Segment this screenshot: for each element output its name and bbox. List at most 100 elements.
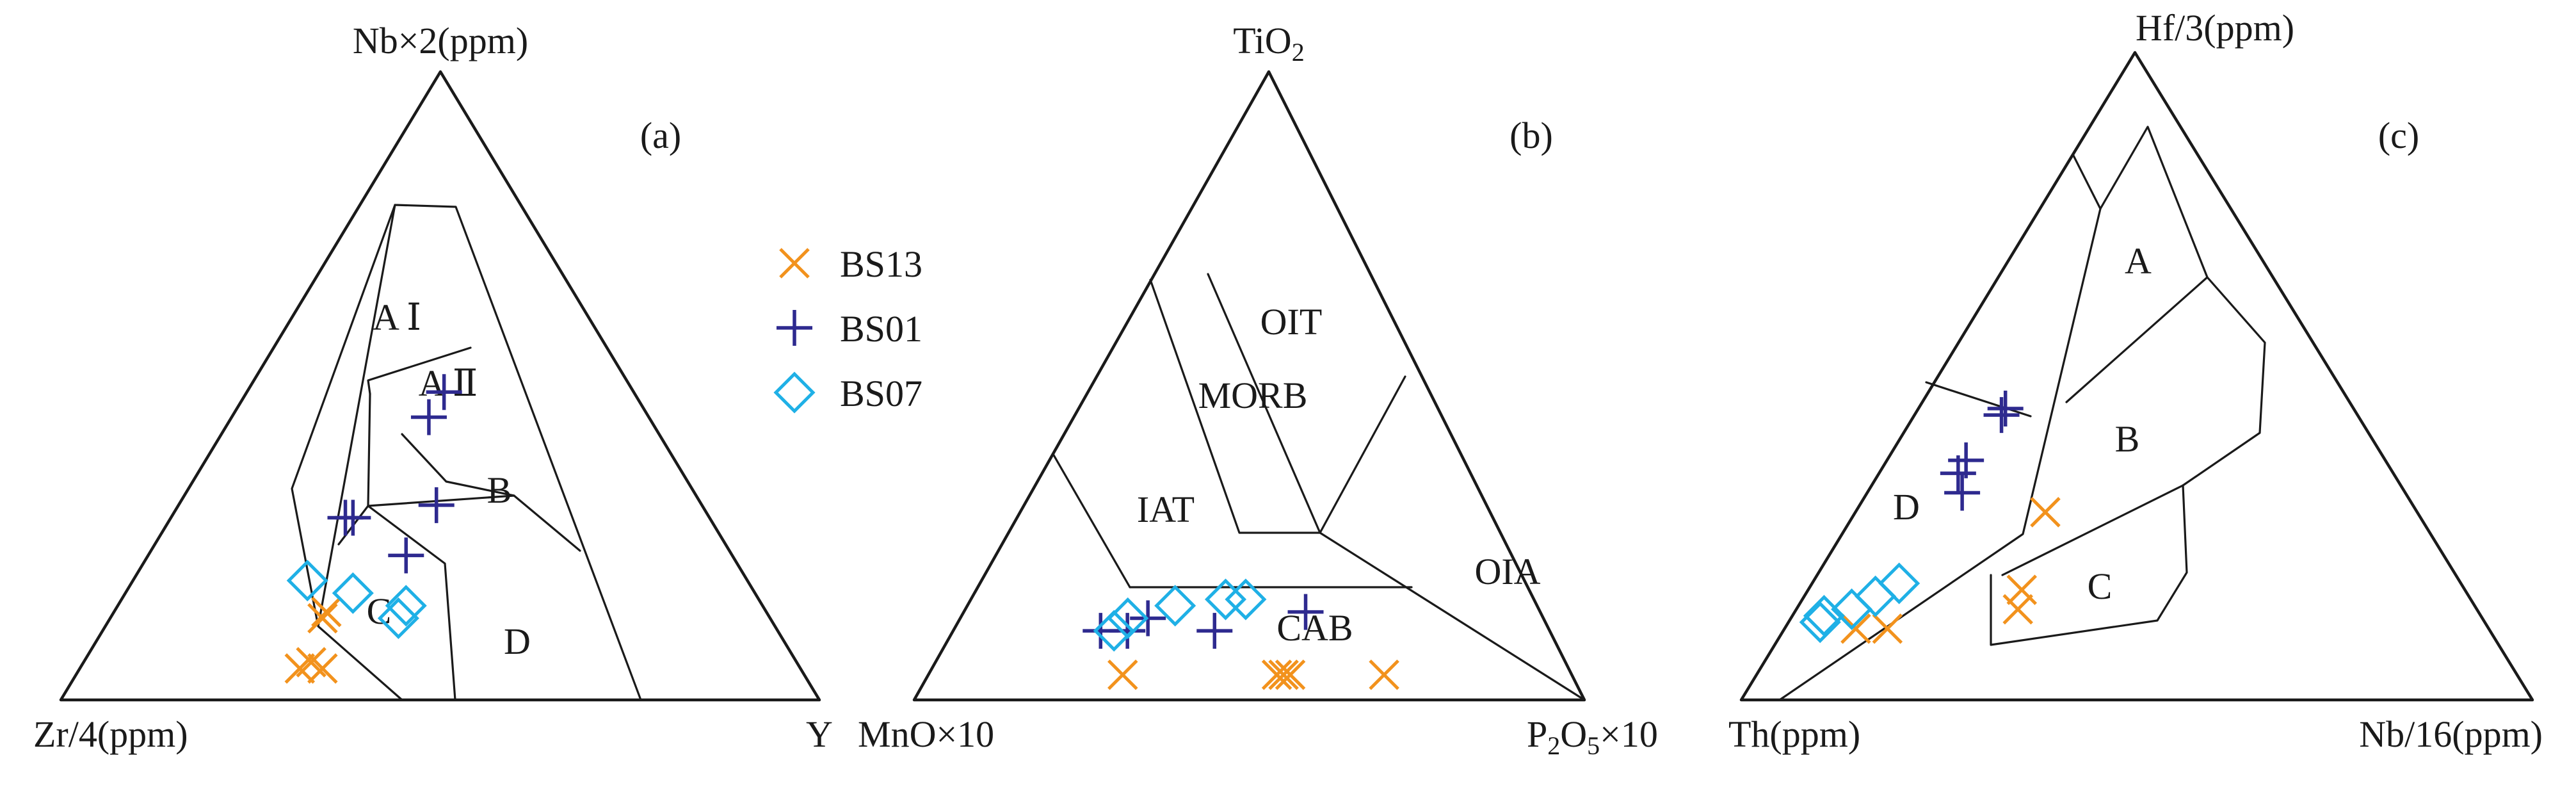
- panel-a: (a) Nb×2(ppm) Zr/4(ppm) Y A Ⅰ A Ⅱ B C D: [33, 20, 833, 755]
- panel-a-aii-boundary: [367, 346, 472, 395]
- panel-b-field-label-oit: OIT: [1260, 301, 1323, 343]
- panel-b-triangle: [912, 70, 1586, 702]
- panel-c-apex-right-label: Nb/16(ppm): [2359, 713, 2543, 755]
- panel-a-point-bs01-2: [410, 399, 447, 435]
- panel-c-data-points: [1799, 391, 2061, 644]
- legend-label-bs07: BS07: [840, 373, 922, 414]
- legend-label-bs01: BS01: [840, 308, 922, 350]
- panel-a-b-lower-boundary: [401, 433, 515, 497]
- panel-a-point-bs07-4: [377, 597, 419, 640]
- panel-b-point-bs07-3: [1154, 585, 1196, 627]
- legend-bs07-marker-shape: [773, 371, 816, 414]
- panel-a-point-bs01-1: [426, 374, 462, 410]
- panel-b-apex-right-label: P2O5×10: [1527, 713, 1658, 760]
- panel-a-point-bs13-2: [307, 603, 338, 634]
- panel-b-point-bs01-4: [1196, 613, 1233, 649]
- legend-item-bs07: BS07: [773, 371, 922, 414]
- panel-b-point-bs07-5: [1225, 578, 1267, 621]
- panel-c-point-bs07-2: [1803, 595, 1845, 637]
- panel-b-apex-left-label: MnO×10: [858, 713, 994, 755]
- panel-b-point-bs07-4: [1204, 578, 1247, 621]
- panel-b-field-label-oia: OIA: [1474, 551, 1540, 592]
- panel-b-point-bs01-2: [1109, 613, 1146, 649]
- panel-a-field-label-aii: A Ⅱ: [419, 362, 478, 404]
- panel-b-field-label-cab: CAB: [1276, 607, 1353, 649]
- panel-c-point-bs07-5: [1878, 562, 1920, 604]
- panel-b-tag: (b): [1509, 115, 1553, 156]
- panel-a-data-points: [284, 374, 462, 684]
- panel-a-point-bs07-2: [332, 572, 374, 614]
- panel-b-point-bs13-1: [1107, 659, 1138, 690]
- panel-c-field-label-b: B: [2115, 418, 2140, 460]
- panel-b-point-bs13-2: [1261, 659, 1292, 690]
- panel-a-field-label-d: D: [504, 621, 531, 662]
- legend-bs07-diamond-icon: [773, 371, 816, 414]
- panel-a-field-label-b: B: [487, 469, 512, 511]
- panel-a-apex-top-label: Nb×2(ppm): [353, 20, 528, 61]
- panel-c-c-field: [1990, 484, 2188, 646]
- panel-c-point-bs13-1: [2030, 497, 2061, 528]
- legend-bs13-x-icon: [779, 248, 810, 279]
- panel-b-point-bs13-4: [1275, 659, 1306, 690]
- panel-c-point-bs13-2: [2006, 574, 2038, 605]
- legend-bs01-plus-icon: [777, 310, 812, 346]
- panel-c-point-bs13-3: [2002, 594, 2033, 625]
- panel-b-point-bs07-1: [1093, 610, 1135, 652]
- panel-c-triangle: [1739, 51, 2534, 702]
- panel-a-outer-boundary: [291, 204, 642, 701]
- panel-b-point-bs01-5: [1287, 594, 1324, 630]
- panel-a-triangle: [59, 70, 821, 702]
- panel-c-a-field: [2065, 126, 2209, 403]
- panel-a-point-bs13-1: [311, 596, 342, 628]
- panel-c-point-bs07-4: [1855, 575, 1897, 617]
- panel-a-field-label-ai: A Ⅰ: [373, 296, 421, 338]
- panel-c-apex-left-label: Th(ppm): [1728, 713, 1860, 755]
- panel-a-point-bs01-5: [418, 487, 455, 523]
- panel-a-field-boundaries: [291, 204, 642, 701]
- panel-b: (b) TiO2 MnO×10 P2O5×10 OIT MORB IAT OIA…: [858, 20, 1658, 760]
- panel-a-tag: (a): [640, 115, 681, 156]
- panel-a-point-bs07-3: [385, 585, 427, 627]
- panel-c-d-upper-boundary: [1925, 381, 2032, 418]
- panel-a-point-bs01-6: [388, 537, 424, 574]
- legend-bs01-marker-shape: [777, 310, 812, 346]
- panel-c-b-field: [2001, 276, 2266, 576]
- panel-a-bc-boundary: [367, 393, 456, 701]
- legend-bs13-marker-shape: [779, 248, 810, 279]
- legend: BS13 BS01 BS07: [773, 243, 922, 414]
- panel-b-point-bs13-5: [1369, 659, 1399, 690]
- panel-c-upper-boundary: [1778, 153, 2102, 701]
- panel-a-point-bs01-4: [335, 499, 371, 536]
- panel-a-apex-right-label: Y: [806, 713, 833, 755]
- panel-c-field-label-c: C: [2088, 565, 2113, 607]
- panel-b-iat-upper-boundary: [1149, 279, 1586, 701]
- panel-a-cd-boundary: [337, 494, 581, 552]
- legend-item-bs01: BS01: [777, 308, 922, 350]
- panel-c-point-bs01-5: [1944, 475, 1981, 511]
- panel-c-field-label-a: A: [2125, 240, 2152, 282]
- panel-c-point-bs13-5: [1872, 613, 1903, 644]
- panel-c-apex-top-label: Hf/3(ppm): [2136, 7, 2294, 49]
- panel-c-point-bs01-1: [1987, 391, 2024, 427]
- legend-item-bs13: BS13: [779, 243, 922, 285]
- legend-label-bs13: BS13: [840, 243, 922, 285]
- panel-c-tag: (c): [2378, 115, 2419, 156]
- panel-c-point-bs13-4: [1840, 613, 1871, 644]
- panel-b-iat-left-boundary: [1052, 453, 1131, 588]
- panel-a-apex-left-label: Zr/4(ppm): [33, 713, 188, 755]
- panel-a-point-bs13-5: [296, 647, 326, 677]
- panel-b-apex-top-label: TiO2: [1233, 20, 1304, 67]
- panel-c: (c) Hf/3(ppm) Th(ppm) Nb/16(ppm) A B C D: [1728, 7, 2543, 755]
- panel-b-point-bs13-3: [1268, 659, 1299, 690]
- panel-c-point-bs01-4: [1940, 455, 1976, 492]
- panel-c-point-bs01-2: [1983, 397, 2020, 434]
- panel-b-data-points: [1083, 578, 1399, 690]
- panel-b-field-label-iat: IAT: [1137, 489, 1195, 530]
- panel-a-point-bs07-1: [286, 560, 328, 602]
- panel-c-field-label-d: D: [1893, 486, 1920, 528]
- panel-b-field-label-morb: MORB: [1198, 375, 1308, 416]
- panel-b-point-bs07-2: [1107, 597, 1149, 640]
- panel-b-morb-oia-boundary: [1207, 273, 1406, 534]
